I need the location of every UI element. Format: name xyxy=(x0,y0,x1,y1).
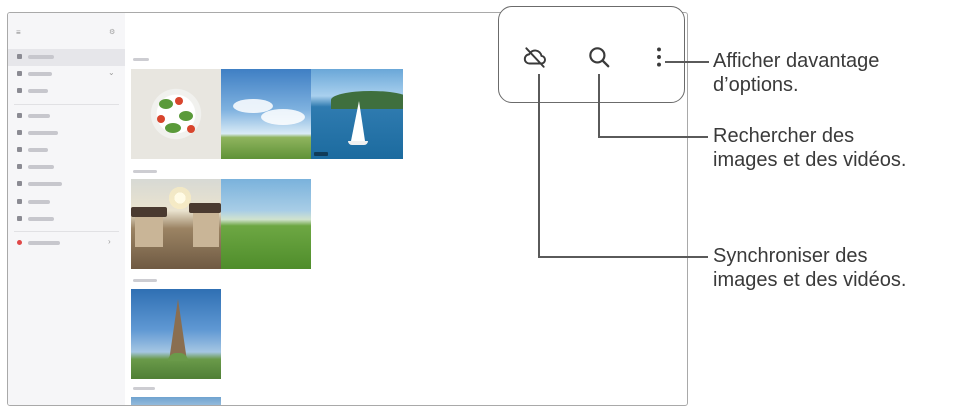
photo-detail xyxy=(187,125,195,133)
sidebar-item-trash[interactable] xyxy=(8,211,125,228)
chevron-right-icon[interactable]: › xyxy=(108,236,111,246)
more-vertical-icon xyxy=(657,47,661,67)
more-options-button[interactable] xyxy=(645,43,673,71)
menu-icon[interactable]: ≡ xyxy=(16,28,21,37)
sidebar-item-pictures[interactable] xyxy=(8,49,125,67)
sidebar-item-label xyxy=(28,199,50,204)
albums-icon xyxy=(17,71,22,77)
sidebar-item-cloud[interactable]: › xyxy=(8,235,125,252)
photo-detail xyxy=(169,299,187,361)
pictures-icon xyxy=(17,54,22,59)
photo-grid xyxy=(125,13,687,405)
photo-detail xyxy=(351,101,365,141)
cloud-off-icon xyxy=(523,47,546,68)
sidebar-item-label xyxy=(28,165,54,170)
photo-detail xyxy=(175,97,183,105)
photo-thumbnail[interactable] xyxy=(131,179,221,269)
sidebar-item-label xyxy=(28,240,60,245)
annotation-line: d’options. xyxy=(713,74,799,96)
annotation-line: images et des vidéos. xyxy=(713,149,907,171)
sidebar-divider xyxy=(14,230,119,232)
video-duration-badge xyxy=(314,152,328,156)
photo-detail xyxy=(189,203,221,213)
section-header xyxy=(133,58,149,61)
cloud-service-icon xyxy=(17,239,22,245)
videos-icon xyxy=(17,112,22,118)
shared-icon xyxy=(17,198,22,204)
photo-detail xyxy=(331,91,403,109)
photo-detail xyxy=(193,213,219,247)
photo-detail xyxy=(261,109,305,125)
photo-detail xyxy=(168,353,188,361)
sidebar-item-label xyxy=(28,72,52,77)
sidebar-item-videos[interactable] xyxy=(8,108,125,125)
location-pin-icon xyxy=(17,164,22,170)
photo-detail xyxy=(348,141,368,145)
suggestions-icon xyxy=(17,181,22,187)
sidebar-item-stories[interactable] xyxy=(8,83,125,100)
search-button[interactable] xyxy=(585,43,613,71)
photo-detail xyxy=(167,185,193,211)
photo-detail xyxy=(233,99,273,113)
annotation-search: Rechercher des images et des vidéos. xyxy=(713,124,906,172)
connector-search-vertical xyxy=(598,74,600,137)
sidebar-item-favourites[interactable] xyxy=(8,125,125,142)
connector-sync-horizontal xyxy=(538,256,708,258)
chevron-down-icon[interactable]: ⌄ xyxy=(108,68,115,78)
section-header xyxy=(133,279,157,282)
sidebar-item-suggestions[interactable] xyxy=(8,176,125,193)
photo-thumbnail[interactable] xyxy=(131,397,221,405)
stories-icon xyxy=(17,88,22,94)
sidebar-item-albums[interactable]: ⌄ xyxy=(8,66,125,83)
annotation-sync: Synchroniser des images et des vidéos. xyxy=(713,244,906,292)
sidebar-item-label xyxy=(28,113,50,118)
annotation-line: Afficher davantage xyxy=(713,50,880,72)
photo-detail xyxy=(131,207,167,217)
settings-icon[interactable]: ⚙ xyxy=(109,29,116,36)
sidebar-header: ≡ ⚙ xyxy=(8,25,125,49)
sidebar-item-label xyxy=(28,89,48,94)
sidebar-item-label xyxy=(28,130,58,135)
sidebar-item-label xyxy=(28,147,48,152)
trash-icon xyxy=(17,215,22,221)
video-thumbnail[interactable] xyxy=(311,69,403,159)
section-header xyxy=(133,170,157,173)
photo-detail xyxy=(135,217,163,247)
photo-thumbnail[interactable] xyxy=(221,69,311,159)
connector-search-horizontal xyxy=(598,136,708,138)
section-header xyxy=(133,387,155,390)
annotation-more-options: Afficher davantage d’options. xyxy=(713,49,879,97)
annotation-line: Rechercher des xyxy=(713,125,855,147)
search-icon xyxy=(589,47,610,68)
toolbar-callout xyxy=(498,6,685,103)
photo-detail xyxy=(157,115,165,123)
sidebar-item-recent[interactable] xyxy=(8,142,125,159)
connector-sync-vertical xyxy=(538,74,540,257)
photo-detail xyxy=(165,123,181,133)
photo-detail xyxy=(159,99,173,109)
sidebar: ≡ ⚙ ⌄ › xyxy=(8,13,125,405)
annotation-line: Synchroniser des xyxy=(713,245,868,267)
photo-detail xyxy=(179,111,193,121)
sidebar-divider xyxy=(14,103,119,105)
sidebar-item-label xyxy=(28,216,54,221)
sidebar-item-locations[interactable] xyxy=(8,159,125,176)
annotation-line: images et des vidéos. xyxy=(713,269,907,291)
sidebar-item-shared[interactable] xyxy=(8,194,125,211)
photo-thumbnail[interactable] xyxy=(131,289,221,379)
sidebar-item-label xyxy=(28,55,54,59)
heart-icon xyxy=(17,129,22,135)
sidebar-item-label xyxy=(28,182,62,187)
connector-more-options xyxy=(665,61,709,63)
photo-thumbnail[interactable] xyxy=(221,179,311,269)
sync-button[interactable] xyxy=(521,43,549,71)
clock-icon xyxy=(17,146,22,152)
photo-thumbnail[interactable] xyxy=(131,69,221,159)
